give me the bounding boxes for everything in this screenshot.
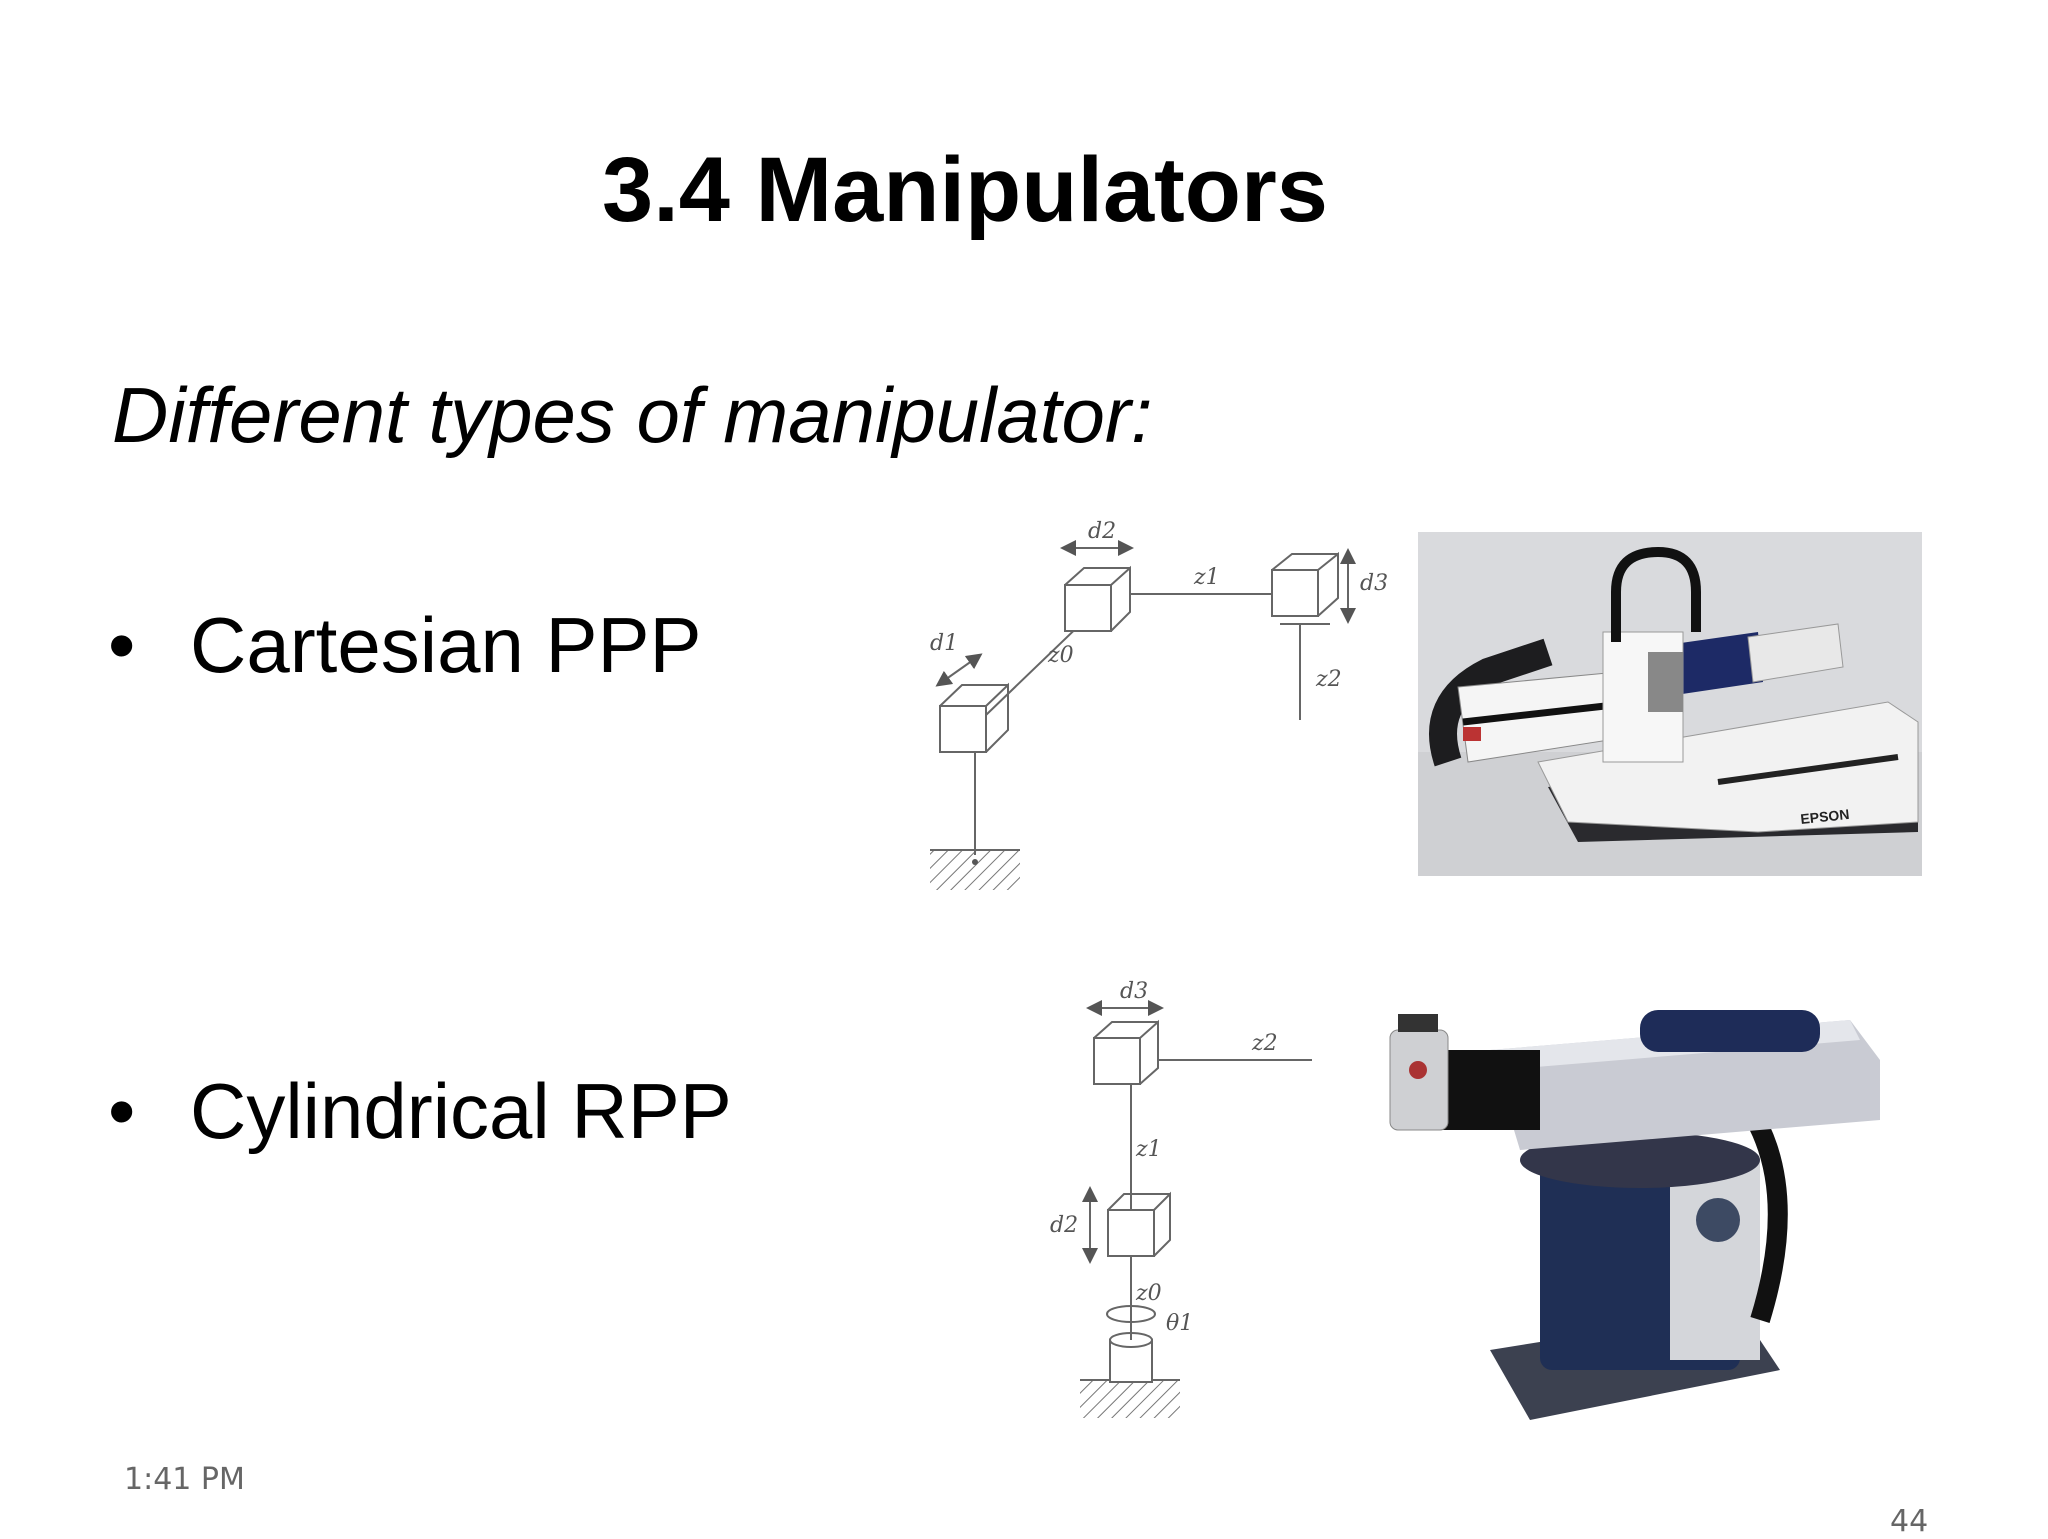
bullet-marker: • bbox=[108, 1067, 136, 1155]
diagram-label: z0 bbox=[1135, 1281, 1162, 1306]
page-number: 44 bbox=[1890, 1504, 1929, 1539]
diagram-label: z1 bbox=[1135, 1137, 1162, 1162]
diagram-label: z2 bbox=[1251, 1031, 1278, 1056]
diagram-label: z0 bbox=[1047, 643, 1074, 668]
cylindrical-kinematic-diagram: d3 z2 z1 d2 z0 θ1 bbox=[1050, 980, 1312, 1418]
diagram-label: d3 bbox=[1360, 571, 1388, 596]
diagram-label: d1 bbox=[930, 631, 958, 656]
diagram-label: z1 bbox=[1193, 565, 1220, 590]
slide-title: 3.4 Manipulators bbox=[602, 139, 1328, 241]
cylindrical-robot-photo bbox=[1389, 1010, 1880, 1420]
footer-time: 1:41 PM bbox=[124, 1462, 245, 1497]
cartesian-kinematic-diagram: d2 z1 d3 d1 z0 z2 bbox=[930, 519, 1388, 890]
bullet-label: Cylindrical RPP bbox=[190, 1067, 732, 1155]
diagram-label: d2 bbox=[1050, 1213, 1078, 1238]
diagram-label: z2 bbox=[1315, 667, 1342, 692]
diagram-label: θ1 bbox=[1166, 1311, 1193, 1336]
cartesian-robot-photo: EPSON bbox=[1418, 532, 1922, 876]
epson-logo: EPSON bbox=[1800, 806, 1850, 827]
diagram-label: d3 bbox=[1120, 980, 1148, 1004]
bullet-cylindrical: • Cylindrical RPP bbox=[108, 1066, 732, 1156]
bullet-marker: • bbox=[108, 601, 136, 689]
bullet-label: Cartesian PPP bbox=[190, 601, 702, 689]
bullet-cartesian: • Cartesian PPP bbox=[108, 600, 702, 690]
slide-subtitle: Different types of manipulator: bbox=[112, 371, 1153, 459]
diagram-label: d2 bbox=[1088, 519, 1116, 544]
